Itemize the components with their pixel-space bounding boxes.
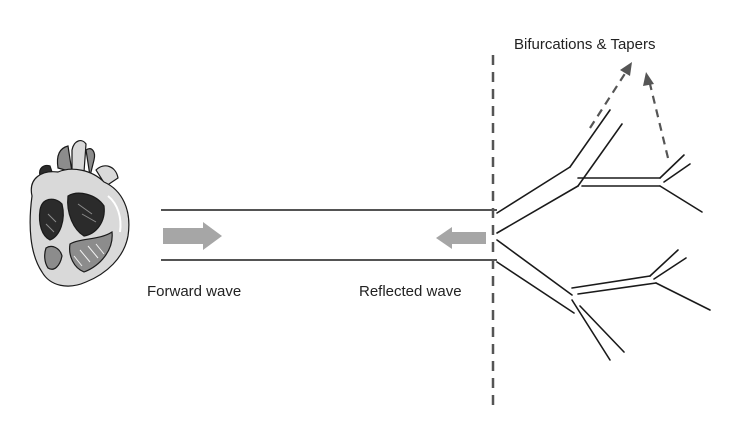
bifurcations-label: Bifurcations & Tapers bbox=[514, 36, 655, 53]
forward-wave-label: Forward wave bbox=[147, 283, 241, 300]
right-arrow-icon bbox=[163, 222, 222, 250]
branching-vessels bbox=[496, 109, 711, 361]
dashed-pointer-arrows bbox=[589, 62, 670, 159]
anatomical-heart-icon bbox=[29, 140, 130, 287]
left-arrow-icon bbox=[436, 227, 486, 249]
reflected-wave-label: Reflected wave bbox=[359, 283, 462, 300]
